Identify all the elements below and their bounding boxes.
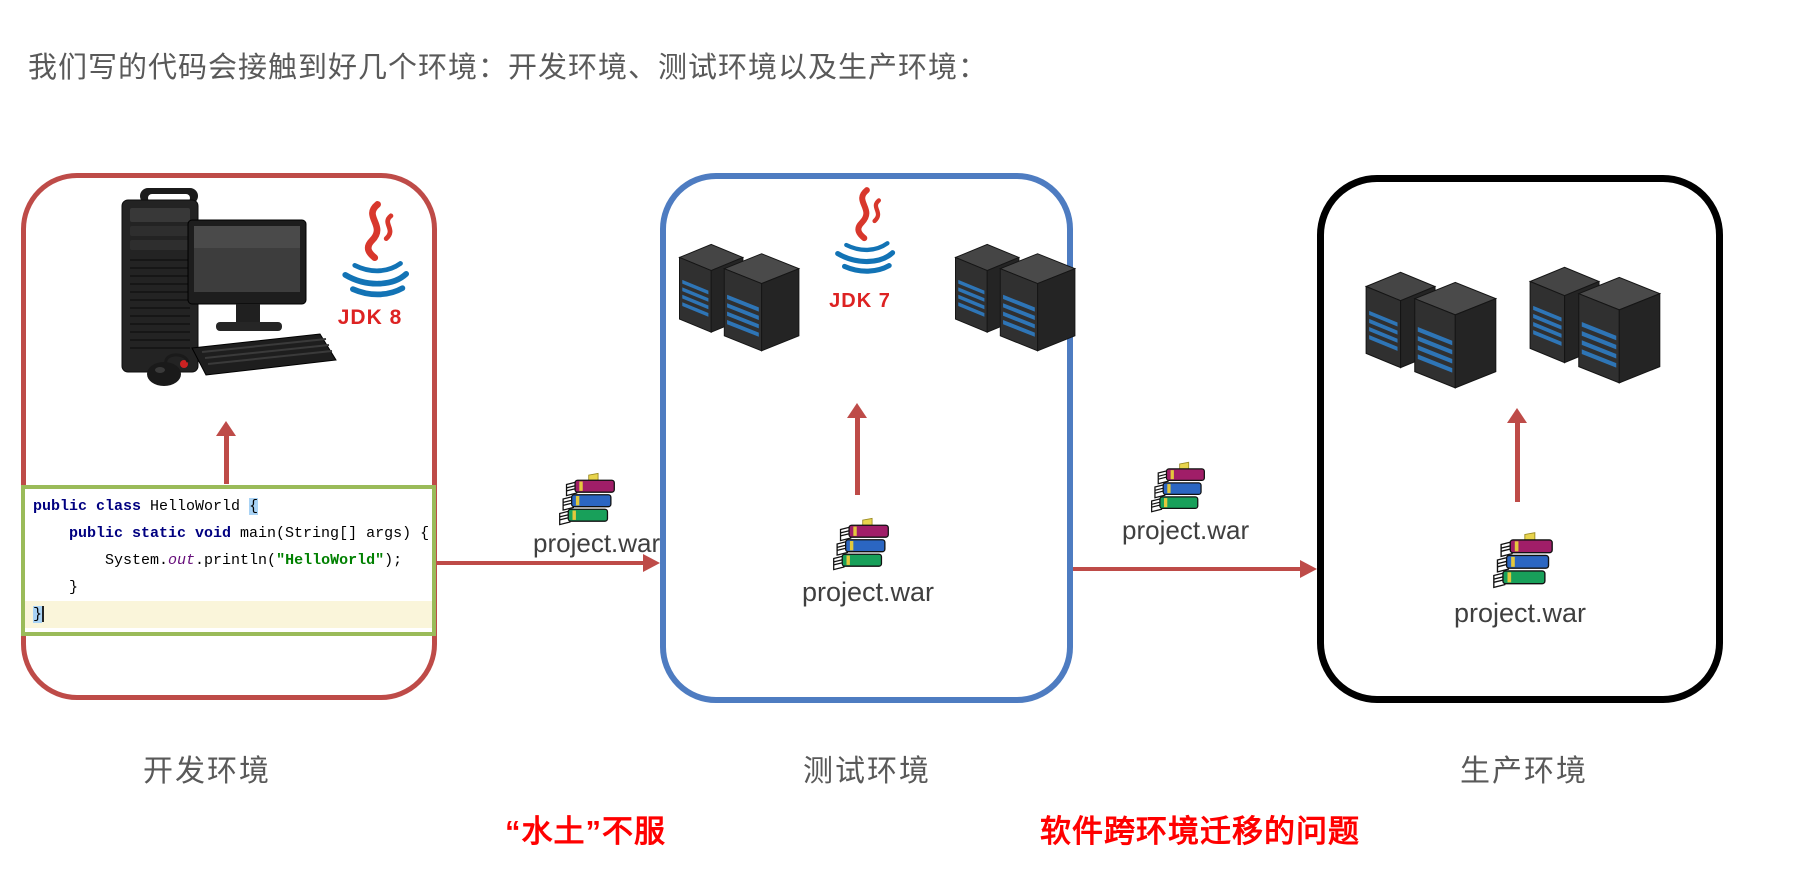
server-rack-icon-prod-2 [1529,266,1661,384]
code-editor: public class HelloWorld { public static … [21,485,436,636]
server-rack-icon-test-2 [955,243,1076,352]
code-line-2: public static void main(String[] args) { [69,525,430,542]
server-rack-icon-test-1 [679,243,800,352]
env-label-dev: 开发环境 [143,755,271,788]
arrow-shaft [1073,567,1300,571]
annotation-migration-problem: 软件跨环境迁移的问题 [1040,814,1360,849]
desktop-computer-icon [120,186,338,388]
annotation-environment-mismatch: “水土”不服 [505,814,666,849]
arrow-head [1507,408,1527,423]
arrow-shaft [437,561,643,565]
java-logo-icon [330,200,410,304]
page-title: 我们写的代码会接触到好几个环境：开发环境、测试环境以及生产环境： [28,52,989,84]
code-line-5: } [25,601,432,628]
prod-environment-box [1317,175,1723,703]
arrow-head [643,554,660,572]
java-logo-icon-test [824,186,896,280]
upload-arrow-dev [216,421,236,484]
arrow-shaft [854,418,860,495]
war-file-label-prod: project.war [1453,598,1587,628]
arrow-shaft [223,436,229,484]
code-line-1: public class HelloWorld { [33,498,259,515]
upload-arrow-prod [1507,408,1527,502]
winrar-archive-icon-transfer2 [1151,461,1205,513]
arrow-head [216,421,236,436]
env-label-prod: 生产环境 [1460,755,1588,788]
arrow-shaft [1514,423,1520,502]
winrar-archive-icon-transfer1 [559,472,615,526]
upload-arrow-test [847,403,867,495]
transfer-arrow-test-to-prod [1073,560,1317,578]
war-file-label-test: project.war [801,577,935,607]
transfer-arrow-dev-to-test [437,554,660,572]
jdk8-label: JDK 8 [337,306,403,329]
arrow-head [847,403,867,418]
winrar-archive-icon-test [833,517,889,571]
code-line-3: System.out.println("HelloWorld"); [33,552,403,569]
war-file-label-transfer2: project.war [1122,515,1250,545]
winrar-archive-icon-prod [1493,531,1553,589]
arrow-head [1300,560,1317,578]
env-label-test: 测试环境 [803,755,931,788]
war-file-label-transfer1: project.war [533,528,661,558]
server-rack-icon-prod-1 [1365,271,1497,389]
code-line-4: } [33,579,79,596]
text-caret [42,606,45,623]
jdk7-label: JDK 7 [829,290,891,312]
